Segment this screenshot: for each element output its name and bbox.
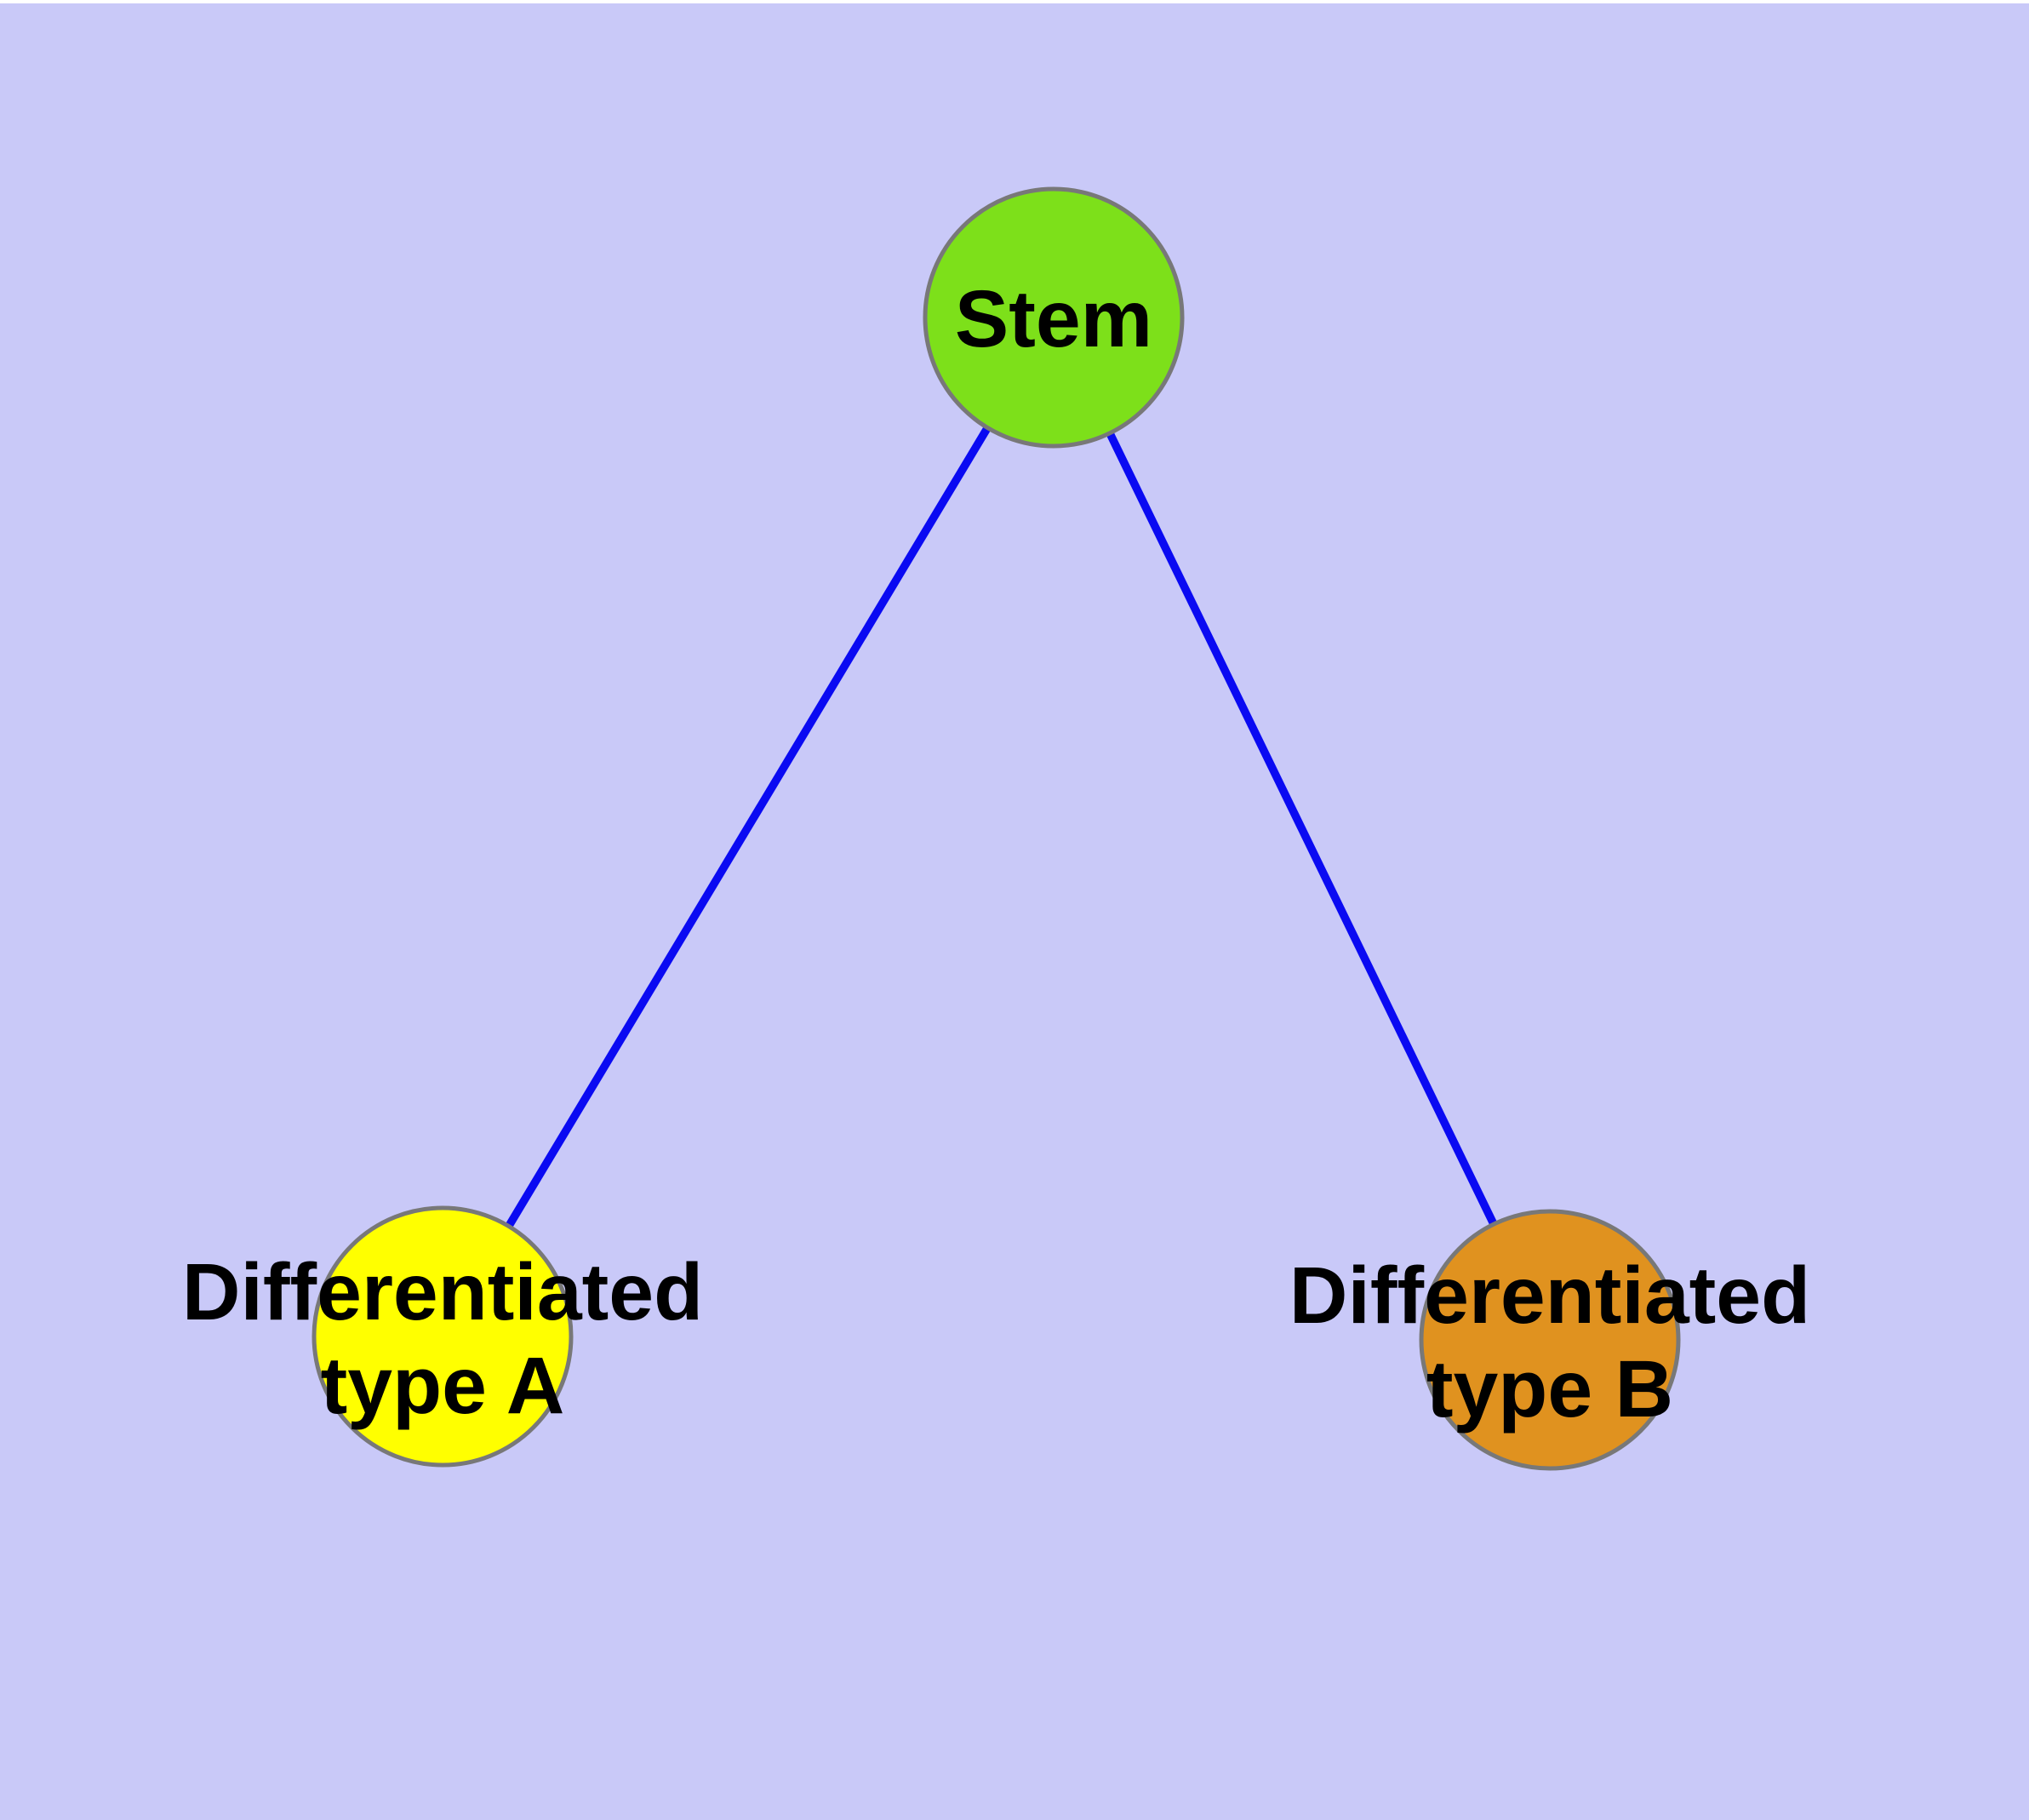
node-stem-circle: [923, 186, 1185, 449]
node-differentiated-type-a-label-line1: Differentiated: [182, 1247, 703, 1337]
node-differentiated-type-a-label-line2: type A: [321, 1341, 565, 1431]
node-differentiated-type-b: Differentiated type B: [1289, 1209, 1810, 1471]
node-differentiated-type-b-label-line1: Differentiated: [1289, 1251, 1810, 1341]
node-stem: Stem: [923, 186, 1185, 449]
node-differentiated-type-a-circle: [311, 1205, 574, 1468]
node-differentiated-type-a: Differentiated type A: [182, 1205, 703, 1468]
node-stem-label: Stem: [955, 274, 1152, 364]
node-differentiated-type-b-circle: [1419, 1209, 1681, 1471]
edge-stem-to-type-b: [1049, 315, 1554, 1342]
edge-stem-to-type-a: [438, 315, 1058, 1339]
node-differentiated-type-b-label-line2: type B: [1426, 1344, 1673, 1434]
